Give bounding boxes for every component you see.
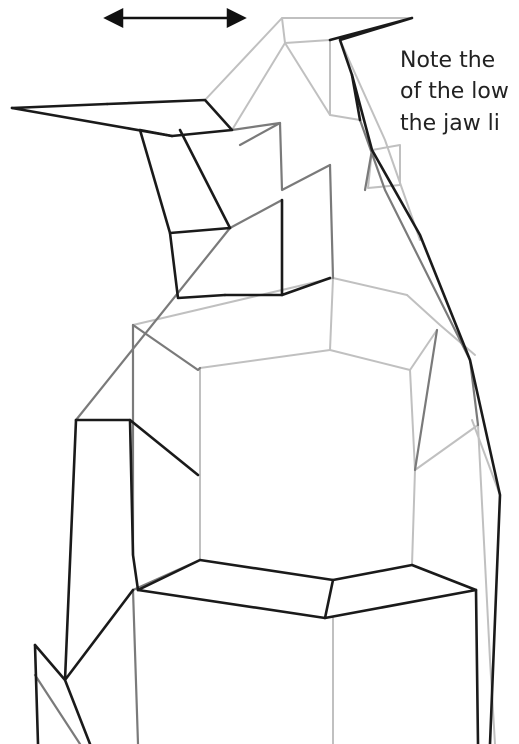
double-headed-arrow [106,10,244,26]
annotation-line-1: Note the [400,47,495,75]
annotation-line-3: the jaw li [400,110,500,138]
annotation-line-2: of the low [400,78,509,106]
